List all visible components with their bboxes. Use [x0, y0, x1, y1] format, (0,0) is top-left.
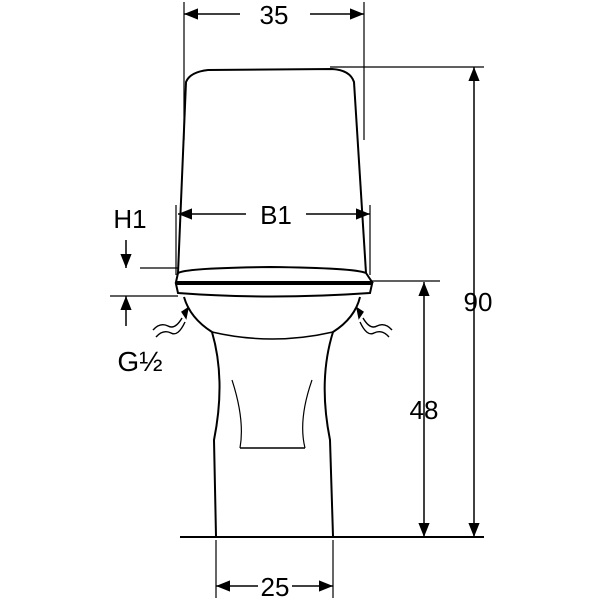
dim-h1-label: H1 — [113, 204, 146, 234]
cistern — [177, 67, 367, 274]
dim-35-label: 35 — [260, 0, 289, 30]
seat-lid — [174, 265, 374, 283]
bowl — [183, 296, 221, 537]
seat-ring — [174, 283, 374, 298]
dim-48-label: 48 — [410, 395, 439, 425]
dim-25-label: 25 — [261, 572, 290, 600]
water-inlet-right-icon — [355, 306, 393, 338]
water-inlet-left-icon — [152, 306, 190, 338]
inlet-thread-label: G½ — [117, 346, 162, 377]
dimension-lines — [120, 8, 480, 592]
extension-lines — [110, 2, 484, 598]
dim-90-label: 90 — [464, 287, 493, 317]
toilet-outline — [174, 67, 374, 537]
dim-b1-label: B1 — [260, 200, 292, 230]
